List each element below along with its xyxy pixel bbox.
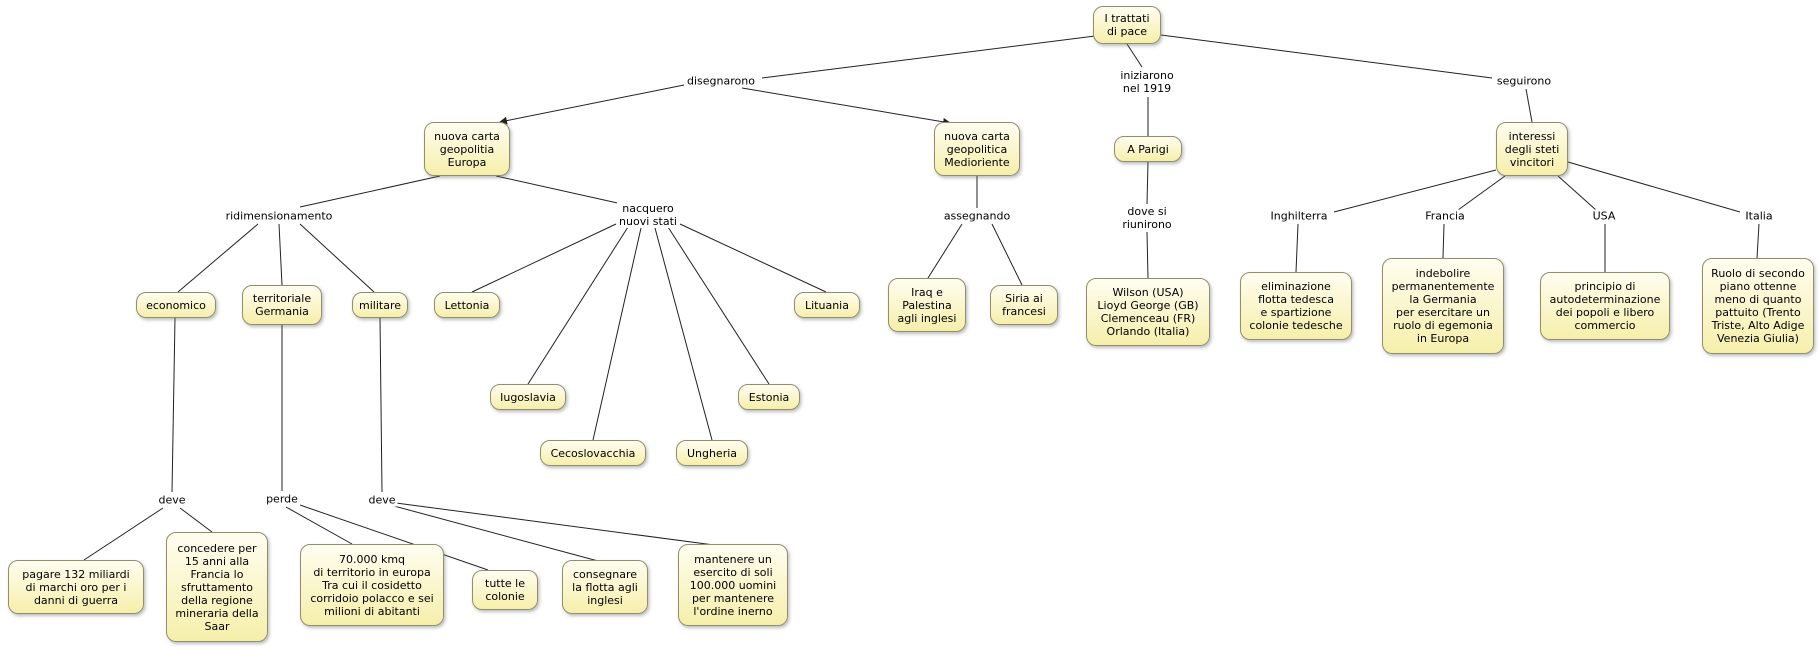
edge-dove-wilson: [1146, 231, 1149, 279]
edge-nacquero-estonia: [667, 226, 770, 385]
edge-perde-colonie: [296, 503, 489, 571]
link-label-seguirono[interactable]: seguirono: [1494, 74, 1554, 88]
edge-francia-indebolire: [1442, 223, 1445, 259]
edge-interessi-francia: [1457, 175, 1506, 211]
edge-nacquero-iugoslavia: [527, 226, 629, 385]
node-lettonia[interactable]: Lettonia: [434, 292, 500, 318]
link-label-inghilterra[interactable]: Inghilterra: [1268, 209, 1330, 223]
edge-interessi-usa: [1557, 175, 1597, 211]
node-interessi-vincitori[interactable]: interessi degli steti vincitori: [1496, 122, 1568, 176]
edge-interessi-inghilterra: [1333, 169, 1497, 213]
node-pagare-132-miliardi[interactable]: pagare 132 miliardi di marchi oro per i …: [8, 560, 144, 614]
edge-deve-pagare: [83, 507, 164, 561]
node-ungheria[interactable]: Ungheria: [676, 440, 748, 466]
edge-inghilterra-eliminazione: [1295, 223, 1299, 273]
node-militare[interactable]: militare: [352, 292, 408, 318]
node-70000-kmq[interactable]: 70.000 kmq di territorio in europa Tra c…: [300, 544, 444, 626]
link-label-nacquero-stati[interactable]: nacquero nuovi stati: [617, 202, 679, 228]
edge-parigi-dove: [1146, 161, 1149, 205]
link-label-assegnando[interactable]: assegnando: [941, 209, 1013, 223]
node-nuova-carta-europa[interactable]: nuova carta geopolitia Europa: [424, 122, 510, 176]
edge-militare-deve: [379, 317, 383, 493]
node-mantenere-esercito[interactable]: mantenere un esercito di soli 100.000 uo…: [678, 544, 788, 626]
edge-root-seguirono: [1160, 34, 1493, 79]
edge-disegnarono-medioriente: [741, 87, 951, 126]
edge-ridimensionamento-territoriale: [278, 223, 283, 286]
node-eliminazione-flotta[interactable]: eliminazione flotta tedesca e spartizion…: [1240, 272, 1352, 340]
edge-nacquero-lituania: [679, 223, 827, 293]
node-principio-autodeterminazione[interactable]: principio di autodeterminazione dei popo…: [1540, 272, 1670, 340]
edge-deve-consegnare: [393, 505, 599, 562]
edge-assegnando-siria: [991, 223, 1023, 286]
edge-europa-ridimensionamento: [299, 175, 441, 208]
link-label-francia[interactable]: Francia: [1423, 209, 1467, 223]
node-cecoslovacchia[interactable]: Cecoslovacchia: [540, 440, 646, 466]
link-label-disegnarono[interactable]: disegnarono: [685, 74, 757, 88]
node-iraq-palestina[interactable]: Iraq e Palestina agli inglesi: [888, 278, 966, 332]
edge-ridimensionamento-economico: [177, 223, 259, 293]
node-siria-francesi[interactable]: Siria ai francesi: [990, 285, 1058, 325]
edge-assegnando-iraq: [927, 223, 963, 279]
node-wilson-lloyd-clemenceau-orlando[interactable]: Wilson (USA) Lioyd George (GB) Clemencea…: [1086, 278, 1210, 346]
node-concedere-saar[interactable]: concedere per 15 anni alla Francia lo sf…: [166, 532, 268, 642]
link-label-ridimensionamento[interactable]: ridimensionamento: [223, 209, 335, 223]
node-iugoslavia[interactable]: Iugoslavia: [490, 384, 566, 410]
link-label-deve-militare[interactable]: deve: [366, 493, 398, 507]
edge-disegnarono-europa: [499, 84, 685, 125]
node-ruolo-secondo-piano[interactable]: Ruolo di secondo piano ottenne meno di q…: [1702, 258, 1814, 354]
node-nuova-carta-medioriente[interactable]: nuova carta geopolitica Medioriente: [934, 122, 1020, 176]
node-lituania[interactable]: Lituania: [794, 292, 860, 318]
edge-nacquero-ungheria: [654, 227, 713, 441]
edge-ridimensionamento-militare: [299, 223, 375, 293]
edge-seguirono-interessi: [1525, 88, 1533, 123]
link-label-perde[interactable]: perde: [264, 492, 300, 506]
node-estonia[interactable]: Estonia: [738, 384, 800, 410]
link-label-dove-si-riunirono[interactable]: dove si riunirono: [1120, 205, 1174, 231]
edge-europa-nacquero: [495, 175, 623, 205]
edge-italia-ruolo: [1756, 223, 1760, 259]
edge-root-iniziarono: [1126, 43, 1143, 68]
node-i-trattati-di-pace[interactable]: I trattati di pace: [1093, 6, 1161, 44]
link-label-iniziarono-1919[interactable]: iniziarono nel 1919: [1118, 69, 1176, 95]
edge-economico-deve: [171, 317, 176, 493]
edge-deve-mantenere: [395, 502, 715, 546]
node-tutte-le-colonie[interactable]: tutte le colonie: [472, 570, 538, 610]
node-a-parigi[interactable]: A Parigi: [1114, 136, 1182, 162]
node-consegnare-flotta[interactable]: consegnare la flotta agli inglesi: [562, 560, 648, 614]
edge-nacquero-cecoslovacchia: [592, 227, 642, 441]
edge-deve-concedere: [179, 507, 213, 533]
edge-perde-kmq: [285, 506, 353, 545]
edge-nacquero-lettonia: [471, 223, 617, 293]
node-territoriale-germania[interactable]: territoriale Germania: [242, 285, 322, 325]
node-indebolire-germania[interactable]: indebolire permanentemente la Germania p…: [1382, 258, 1504, 354]
edge-interessi-italia: [1567, 161, 1741, 213]
edge-root-disegnarono: [761, 35, 1096, 79]
link-label-deve-economico[interactable]: deve: [156, 493, 188, 507]
link-label-usa[interactable]: USA: [1590, 209, 1618, 223]
link-label-italia[interactable]: Italia: [1743, 209, 1775, 223]
node-economico[interactable]: economico: [136, 292, 216, 318]
